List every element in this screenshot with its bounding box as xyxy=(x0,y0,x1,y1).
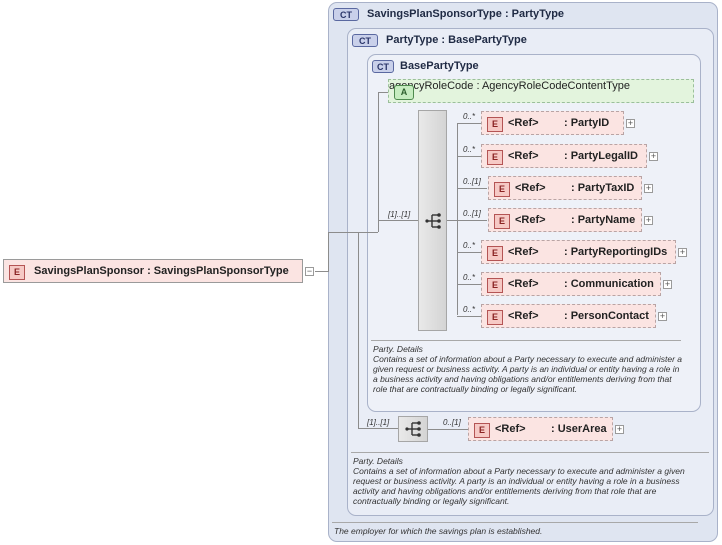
occurrence-label: 0..* xyxy=(463,241,476,250)
connector xyxy=(378,92,379,232)
connector xyxy=(457,123,458,315)
occurrence-label: 0..* xyxy=(463,273,476,282)
sequence-icon xyxy=(405,421,421,437)
sequence-compositor[interactable] xyxy=(398,416,428,442)
ref-label: <Ref> xyxy=(495,423,526,435)
attribute-agencyrolecode[interactable]: A agencyRoleCode : AgencyRoleCodeContent… xyxy=(388,79,694,103)
complex-type-title: BasePartyType xyxy=(400,60,479,72)
occurrence-label: 0..[1] xyxy=(443,418,461,427)
documentation-text: Contains a set of information about a Pa… xyxy=(373,354,683,394)
occurrence-label: 0..[1] xyxy=(463,209,481,218)
element-partyid[interactable]: E <Ref> : PartyID xyxy=(481,111,624,135)
element-badge: E xyxy=(487,117,503,132)
complex-type-icon: CT xyxy=(352,34,378,47)
connector xyxy=(457,156,481,157)
occurrence-label: 0..* xyxy=(463,112,476,121)
expand-icon[interactable]: + xyxy=(644,183,653,193)
connector xyxy=(457,284,481,285)
expand-icon[interactable]: + xyxy=(658,311,667,321)
connector xyxy=(358,232,359,428)
element-badge: E xyxy=(494,214,510,229)
connector xyxy=(378,220,418,221)
documentation-title: Party. Details xyxy=(373,344,423,354)
connector xyxy=(358,428,398,429)
occurrence-label: 0..* xyxy=(463,145,476,154)
connector xyxy=(457,123,481,124)
element-badge: E xyxy=(474,423,490,438)
root-element-label: SavingsPlanSponsor : SavingsPlanSponsorT… xyxy=(34,265,289,277)
element-communication[interactable]: E <Ref> : Communication xyxy=(481,272,661,296)
connector xyxy=(457,220,487,221)
divider xyxy=(351,452,709,453)
collapse-icon[interactable]: − xyxy=(305,266,314,276)
connector xyxy=(378,92,388,93)
element-name: : UserArea xyxy=(551,423,607,435)
occurrence-label: 0..* xyxy=(463,305,476,314)
occurrence-label: 0..[1] xyxy=(463,177,481,186)
complex-type-title: PartyType : BasePartyType xyxy=(386,34,527,46)
connector xyxy=(328,232,358,233)
root-element[interactable]: E SavingsPlanSponsor : SavingsPlanSponso… xyxy=(3,259,303,283)
sequence-occurrence: [1]..[1] xyxy=(367,418,390,427)
element-badge: E xyxy=(494,182,510,197)
documentation-title: Party. Details xyxy=(353,456,403,466)
element-name: : PartyName xyxy=(571,214,636,226)
expand-icon[interactable]: + xyxy=(626,118,635,128)
ref-label: <Ref> xyxy=(515,214,546,226)
sequence-icon xyxy=(425,213,441,229)
element-partytaxid[interactable]: E <Ref> : PartyTaxID xyxy=(488,176,642,200)
expand-icon[interactable]: + xyxy=(649,151,658,161)
element-name: : PartyReportingIDs xyxy=(564,246,668,258)
element-partylegalid[interactable]: E <Ref> : PartyLegalID xyxy=(481,144,647,168)
connector xyxy=(457,188,487,189)
sequence-compositor[interactable] xyxy=(418,110,447,331)
attribute-label: agencyRoleCode : AgencyRoleCodeContentTy… xyxy=(389,80,630,92)
complex-type-icon: CT xyxy=(372,60,394,73)
expand-icon[interactable]: + xyxy=(663,279,672,289)
element-name: : PartyLegalID xyxy=(564,150,638,162)
ref-label: <Ref> xyxy=(508,310,539,322)
complex-type-icon: CT xyxy=(333,8,359,21)
element-badge: E xyxy=(487,310,503,325)
element-name: : PersonContact xyxy=(564,310,649,322)
documentation-text: The employer for which the savings plan … xyxy=(334,526,543,536)
element-personcontact[interactable]: E <Ref> : PersonContact xyxy=(481,304,656,328)
ref-label: <Ref> xyxy=(508,150,539,162)
element-name: : Communication xyxy=(564,278,654,290)
complex-type-title: SavingsPlanSponsorType : PartyType xyxy=(367,8,565,20)
connector xyxy=(457,316,481,317)
ref-label: <Ref> xyxy=(508,246,539,258)
ref-label: <Ref> xyxy=(508,278,539,290)
element-partyname[interactable]: E <Ref> : PartyName xyxy=(488,208,642,232)
element-name: : PartyID xyxy=(564,117,610,129)
connector xyxy=(457,252,481,253)
ref-label: <Ref> xyxy=(515,182,546,194)
divider xyxy=(332,522,698,523)
connector xyxy=(447,220,457,221)
connector xyxy=(315,271,329,272)
element-badge: E xyxy=(487,150,503,165)
divider xyxy=(371,340,681,341)
connector xyxy=(328,232,329,272)
expand-icon[interactable]: + xyxy=(615,424,624,434)
element-badge: E xyxy=(487,246,503,261)
element-partyreportingids[interactable]: E <Ref> : PartyReportingIDs xyxy=(481,240,676,264)
element-name: : PartyTaxID xyxy=(571,182,635,194)
connector xyxy=(358,232,378,233)
element-badge: E xyxy=(487,278,503,293)
expand-icon[interactable]: + xyxy=(644,215,653,225)
documentation-text: Contains a set of information about a Pa… xyxy=(353,466,685,506)
connector xyxy=(428,429,468,430)
ref-label: <Ref> xyxy=(508,117,539,129)
element-userarea[interactable]: E <Ref> : UserArea xyxy=(468,417,613,441)
expand-icon[interactable]: + xyxy=(678,247,687,257)
sequence-occurrence: [1]..[1] xyxy=(388,210,411,219)
attribute-badge: A xyxy=(394,85,414,100)
element-badge: E xyxy=(9,265,25,280)
